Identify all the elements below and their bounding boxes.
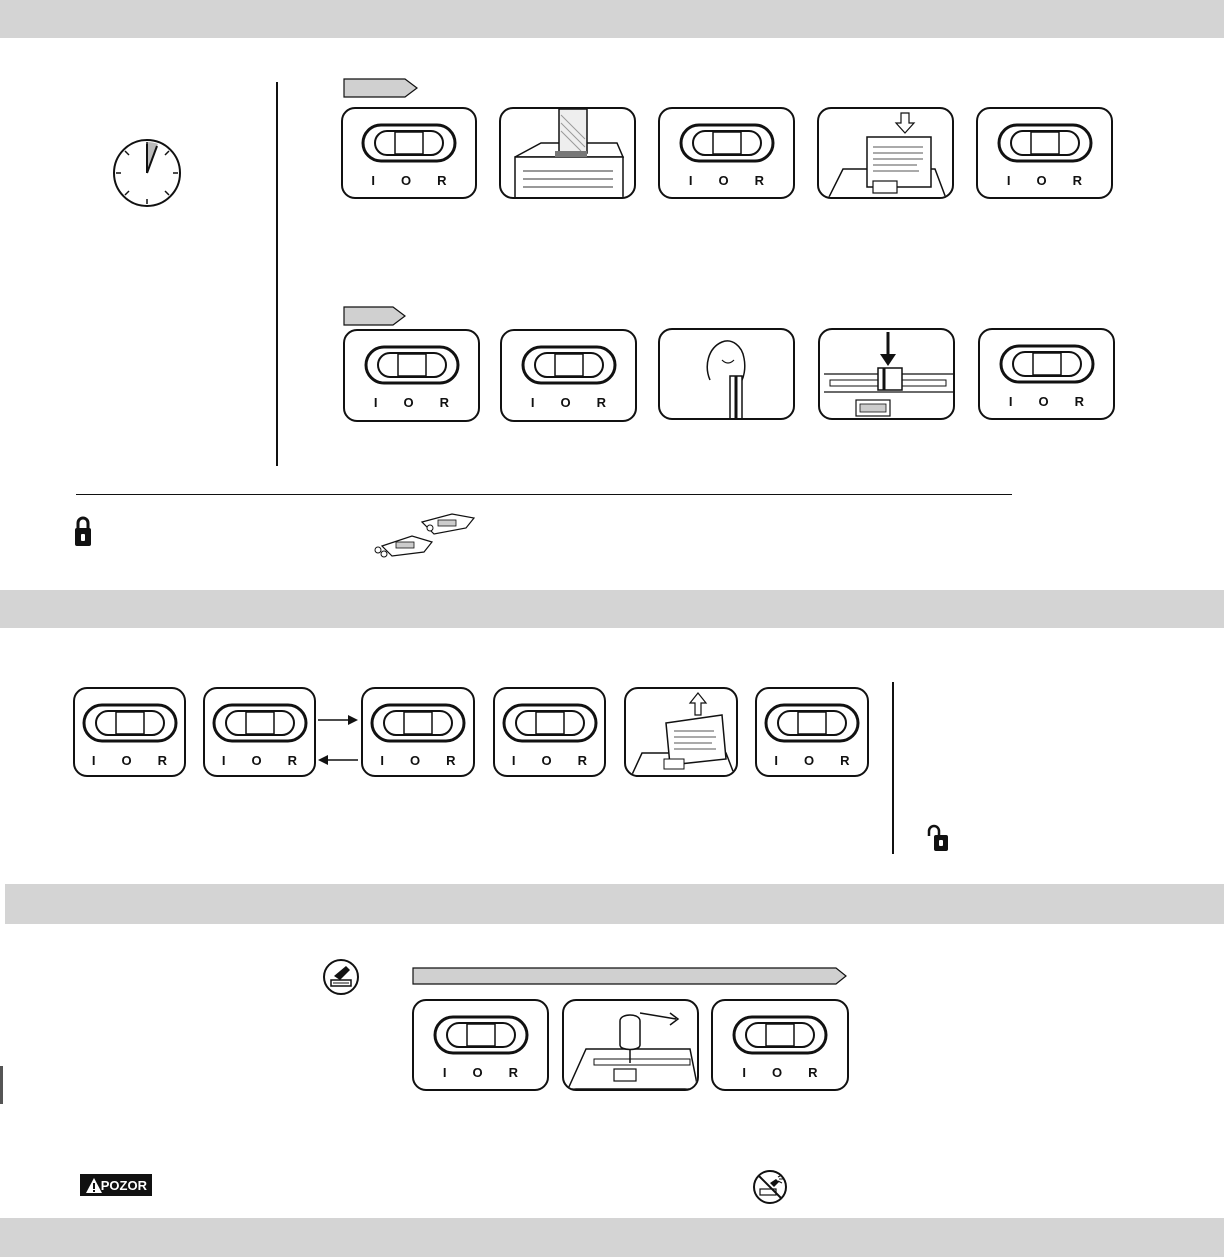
switch-label-off: O (1036, 173, 1047, 188)
switch-label-off: O (251, 753, 262, 768)
switch-label-off: O (401, 173, 412, 188)
switch-label-on: I (380, 753, 385, 768)
rocker-switch-icon (764, 703, 860, 743)
switch-label-off: O (472, 1065, 483, 1080)
switch-label-on: I (688, 173, 693, 188)
warning-label: POZOR (100, 1177, 147, 1193)
clock-icon (113, 139, 181, 207)
rocker-switch-icon (364, 345, 459, 385)
paper-insert-illustration (817, 107, 954, 199)
section-band-1 (0, 0, 1224, 38)
forward-reverse-arrows-icon (318, 715, 358, 765)
switch-label-reverse: R (596, 395, 607, 410)
switch-label-on: I (442, 1065, 447, 1080)
switch-label-on: I (1006, 173, 1011, 188)
switch-label-reverse: R (1072, 173, 1083, 188)
switch-label-off: O (718, 173, 729, 188)
rocker-switch-icon (361, 123, 457, 163)
hand-holding-card-illustration (658, 328, 795, 420)
no-aerosol-icon (753, 1170, 787, 1204)
oiling-illustration (562, 999, 699, 1091)
switch-label-off: O (804, 753, 815, 768)
switch-label-on: I (742, 1065, 747, 1080)
switch-label-reverse: R (1074, 394, 1085, 409)
rocker-switch-icon (502, 703, 597, 743)
paper-removal-illustration (624, 687, 738, 777)
switch-label-off: O (1038, 394, 1049, 409)
switch-label-off: O (403, 395, 414, 410)
band-notch (0, 884, 5, 924)
step-arrow-card (343, 306, 406, 326)
rocker-switch-icon (521, 345, 616, 385)
switch-label-reverse: R (437, 173, 447, 188)
section1-divider (276, 82, 278, 466)
section-band-3 (0, 884, 1224, 924)
switch-label-off: O (410, 753, 421, 768)
switch-label-reverse: R (577, 753, 588, 768)
rocker-switch-icon (212, 703, 307, 743)
switch-label-reverse: R (808, 1065, 818, 1080)
section2-divider (892, 682, 894, 854)
section1-rule (76, 494, 1012, 495)
switch-label-reverse: R (157, 753, 168, 768)
rocker-switch-icon (433, 1015, 528, 1055)
switch-label-on: I (774, 753, 779, 768)
rocker-switch-icon (999, 344, 1094, 384)
switch-label-reverse: R (287, 753, 298, 768)
switch-label-reverse: R (446, 753, 456, 768)
section-band-4 (0, 1218, 1224, 1257)
switch-label-on: I (91, 753, 96, 768)
step-arrow-paper (343, 78, 418, 98)
switch-label-off: O (121, 753, 132, 768)
rocker-switch-icon (997, 123, 1092, 163)
warning-triangle-icon (86, 1178, 102, 1193)
oil-bottle-icon (323, 959, 359, 995)
switch-label-on: I (1008, 394, 1013, 409)
rocker-switch-icon (370, 703, 466, 743)
margin-mark (0, 1066, 3, 1104)
shredder-head-illustration (374, 513, 476, 558)
switch-label-on: I (373, 395, 378, 410)
section-band-2 (0, 590, 1224, 628)
switch-label-on: I (511, 753, 516, 768)
switch-label-off: O (772, 1065, 783, 1080)
card-insert-illustration (818, 328, 955, 420)
shredder-paper-feed-illustration (499, 107, 636, 199)
padlock-open-icon (927, 824, 948, 851)
switch-label-reverse: R (439, 395, 450, 410)
switch-label-reverse: R (840, 753, 850, 768)
switch-label-off: O (541, 753, 552, 768)
switch-label-on: I (221, 753, 226, 768)
switch-label-on: I (371, 173, 376, 188)
switch-label-off: O (560, 395, 571, 410)
switch-label-reverse: R (754, 173, 765, 188)
rocker-switch-icon (732, 1015, 828, 1055)
process-arrow-bar (412, 967, 847, 985)
switch-label-reverse: R (508, 1065, 519, 1080)
rocker-switch-icon (679, 123, 774, 163)
rocker-switch-icon (82, 703, 177, 743)
switch-label-on: I (530, 395, 535, 410)
padlock-closed-icon (75, 516, 91, 546)
warning-badge: POZOR (80, 1174, 152, 1196)
